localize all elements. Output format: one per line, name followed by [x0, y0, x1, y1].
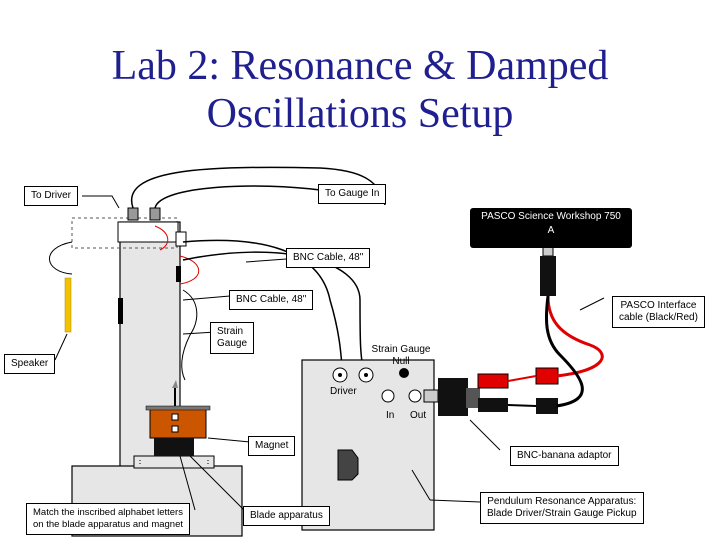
- title-line-1: Lab 2: Resonance & Damped: [111, 43, 609, 89]
- strain-gauge-null-line-2: Null: [392, 356, 410, 367]
- strain-gauge-null-label: Strain Gauge Null: [366, 344, 436, 368]
- pasco-line-2: A: [547, 225, 555, 236]
- bnc-banana-label: BNC-banana adaptor: [510, 446, 619, 466]
- bnc-cable-label-2: BNC Cable, 48": [229, 290, 314, 310]
- blade-apparatus-label: Blade apparatus: [243, 506, 330, 526]
- pasco-interface-line-1: PASCO Interface: [620, 300, 697, 311]
- match-line-2: on the blade apparatus and magnet: [33, 519, 184, 530]
- title-line-2: Oscillations Setup: [206, 91, 514, 137]
- strain-gauge-null-line-1: Strain Gauge: [371, 344, 431, 355]
- speaker-label: Speaker: [4, 354, 56, 374]
- strain-gauge-line-1: Strain: [217, 326, 244, 337]
- in-label: In: [386, 410, 395, 421]
- pendulum-line-2: Blade Driver/Strain Gauge Pickup: [487, 508, 637, 519]
- pasco-interface-label: PASCO Interface cable (Black/Red): [612, 296, 705, 328]
- pendulum-apparatus-label: Pendulum Resonance Apparatus: Blade Driv…: [480, 492, 644, 524]
- page-title: Lab 2: Resonance & Damped Oscillations S…: [0, 42, 720, 138]
- gauge-box: [301, 359, 439, 531]
- bnc-cable-label-1: BNC Cable, 48": [286, 248, 371, 268]
- match-line-1: Match the inscribed alphabet letters: [33, 507, 183, 518]
- to-driver-label: To Driver: [24, 186, 79, 206]
- driver-label: Driver: [330, 386, 357, 397]
- strain-gauge-label: Strain Gauge: [210, 322, 255, 354]
- magnet-label: Magnet: [248, 436, 296, 456]
- pendulum-line-1: Pendulum Resonance Apparatus:: [487, 496, 637, 507]
- apparatus-stand: [64, 217, 243, 537]
- out-label: Out: [410, 410, 427, 421]
- match-letters-label: Match the inscribed alphabet letters on …: [26, 503, 191, 535]
- strain-gauge-line-2: Gauge: [217, 338, 248, 349]
- to-gauge-in-label: To Gauge In: [318, 184, 387, 204]
- pasco-line-1: PASCO Science Workshop 750: [481, 211, 621, 222]
- pasco-workshop-label: PASCO Science Workshop 750 A: [470, 208, 632, 248]
- blade-apparatus-graphic: [145, 405, 211, 456]
- pasco-interface-line-2: cable (Black/Red): [619, 312, 698, 323]
